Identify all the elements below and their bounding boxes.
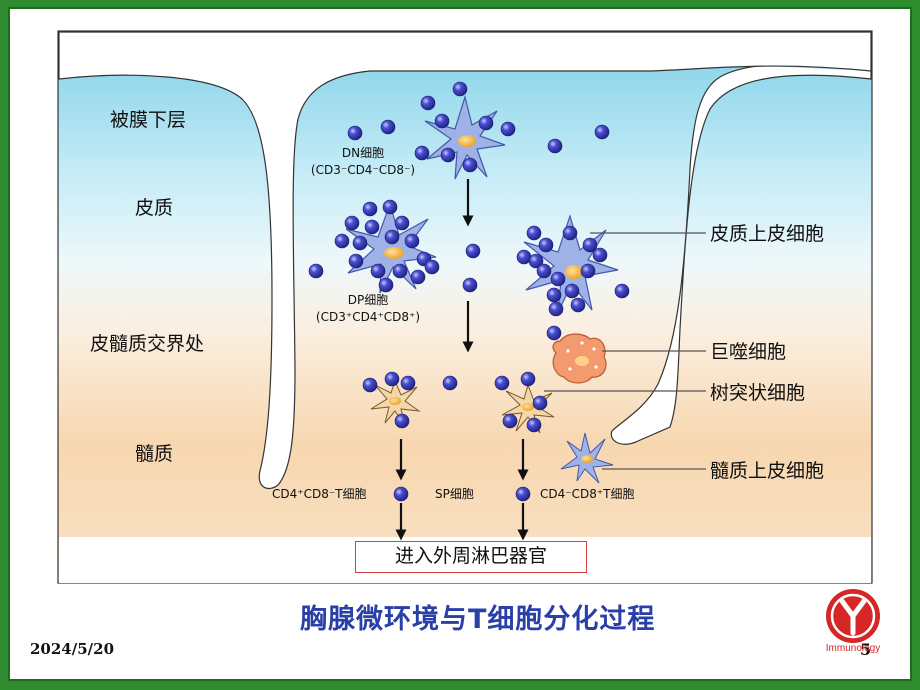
exit-label-box: 进入外周淋巴器官 [355, 541, 587, 573]
cd4-sp-label: CD4⁺CD8⁻T细胞 [272, 487, 367, 501]
zone-label-medulla: 髓质 [135, 443, 174, 465]
page-number: 5 [860, 640, 872, 659]
cd8-sp-label: CD4⁻CD8⁺T细胞 [540, 487, 635, 501]
dendritic-cell-right [501, 383, 555, 434]
dp-cell-label: DP细胞 (CD3⁺CD4⁺CD8⁺) [308, 292, 428, 326]
callout-macrophage: 巨噬细胞 [710, 341, 787, 363]
epithelial-cell-dp [345, 202, 437, 294]
immunology-logo: Immunology [826, 589, 880, 654]
dn-cell-name: DN细胞 [341, 146, 385, 160]
dn-cell-marker: (CD3⁻CD4⁻CD8⁻) [310, 163, 416, 177]
dn-cell-label: DN细胞 (CD3⁻CD4⁻CD8⁻) [308, 145, 418, 179]
zone-label-subcapsular: 被膜下层 [110, 109, 187, 131]
callout-medullary-epithelial: 髓质上皮细胞 [710, 460, 825, 482]
callout-cortical-epithelial: 皮质上皮细胞 [710, 223, 825, 245]
slide: 被膜下层 皮质 皮髓质交界处 髓质 DN细胞 (CD3⁻CD4⁻CD8⁻) DP… [8, 7, 912, 681]
zone-label-cortex: 皮质 [135, 197, 174, 219]
dp-cell-name: DP细胞 [347, 293, 389, 307]
capsule-left [58, 31, 872, 490]
sp-label: SP细胞 [435, 487, 474, 501]
dp-cell-marker: (CD3⁺CD4⁺CD8⁺) [315, 310, 421, 324]
thymus-diagram [57, 30, 873, 584]
differentiation-arrows [395, 179, 529, 541]
capsule-top [59, 31, 872, 445]
thymocytes [308, 81, 630, 502]
logo-text: Immunology [826, 643, 880, 654]
zone-label-corticomedullary: 皮髓质交界处 [90, 333, 205, 355]
slide-title: 胸腺微环境与T细胞分化过程 [300, 604, 656, 635]
slide-date: 2024/5/20 [30, 640, 115, 658]
callout-dendritic: 树突状细胞 [710, 382, 806, 404]
callout-lines [544, 232, 706, 470]
medullary-epithelial-cell [560, 432, 614, 484]
macrophage-cell [552, 333, 607, 384]
dendritic-cell-left [370, 379, 421, 426]
